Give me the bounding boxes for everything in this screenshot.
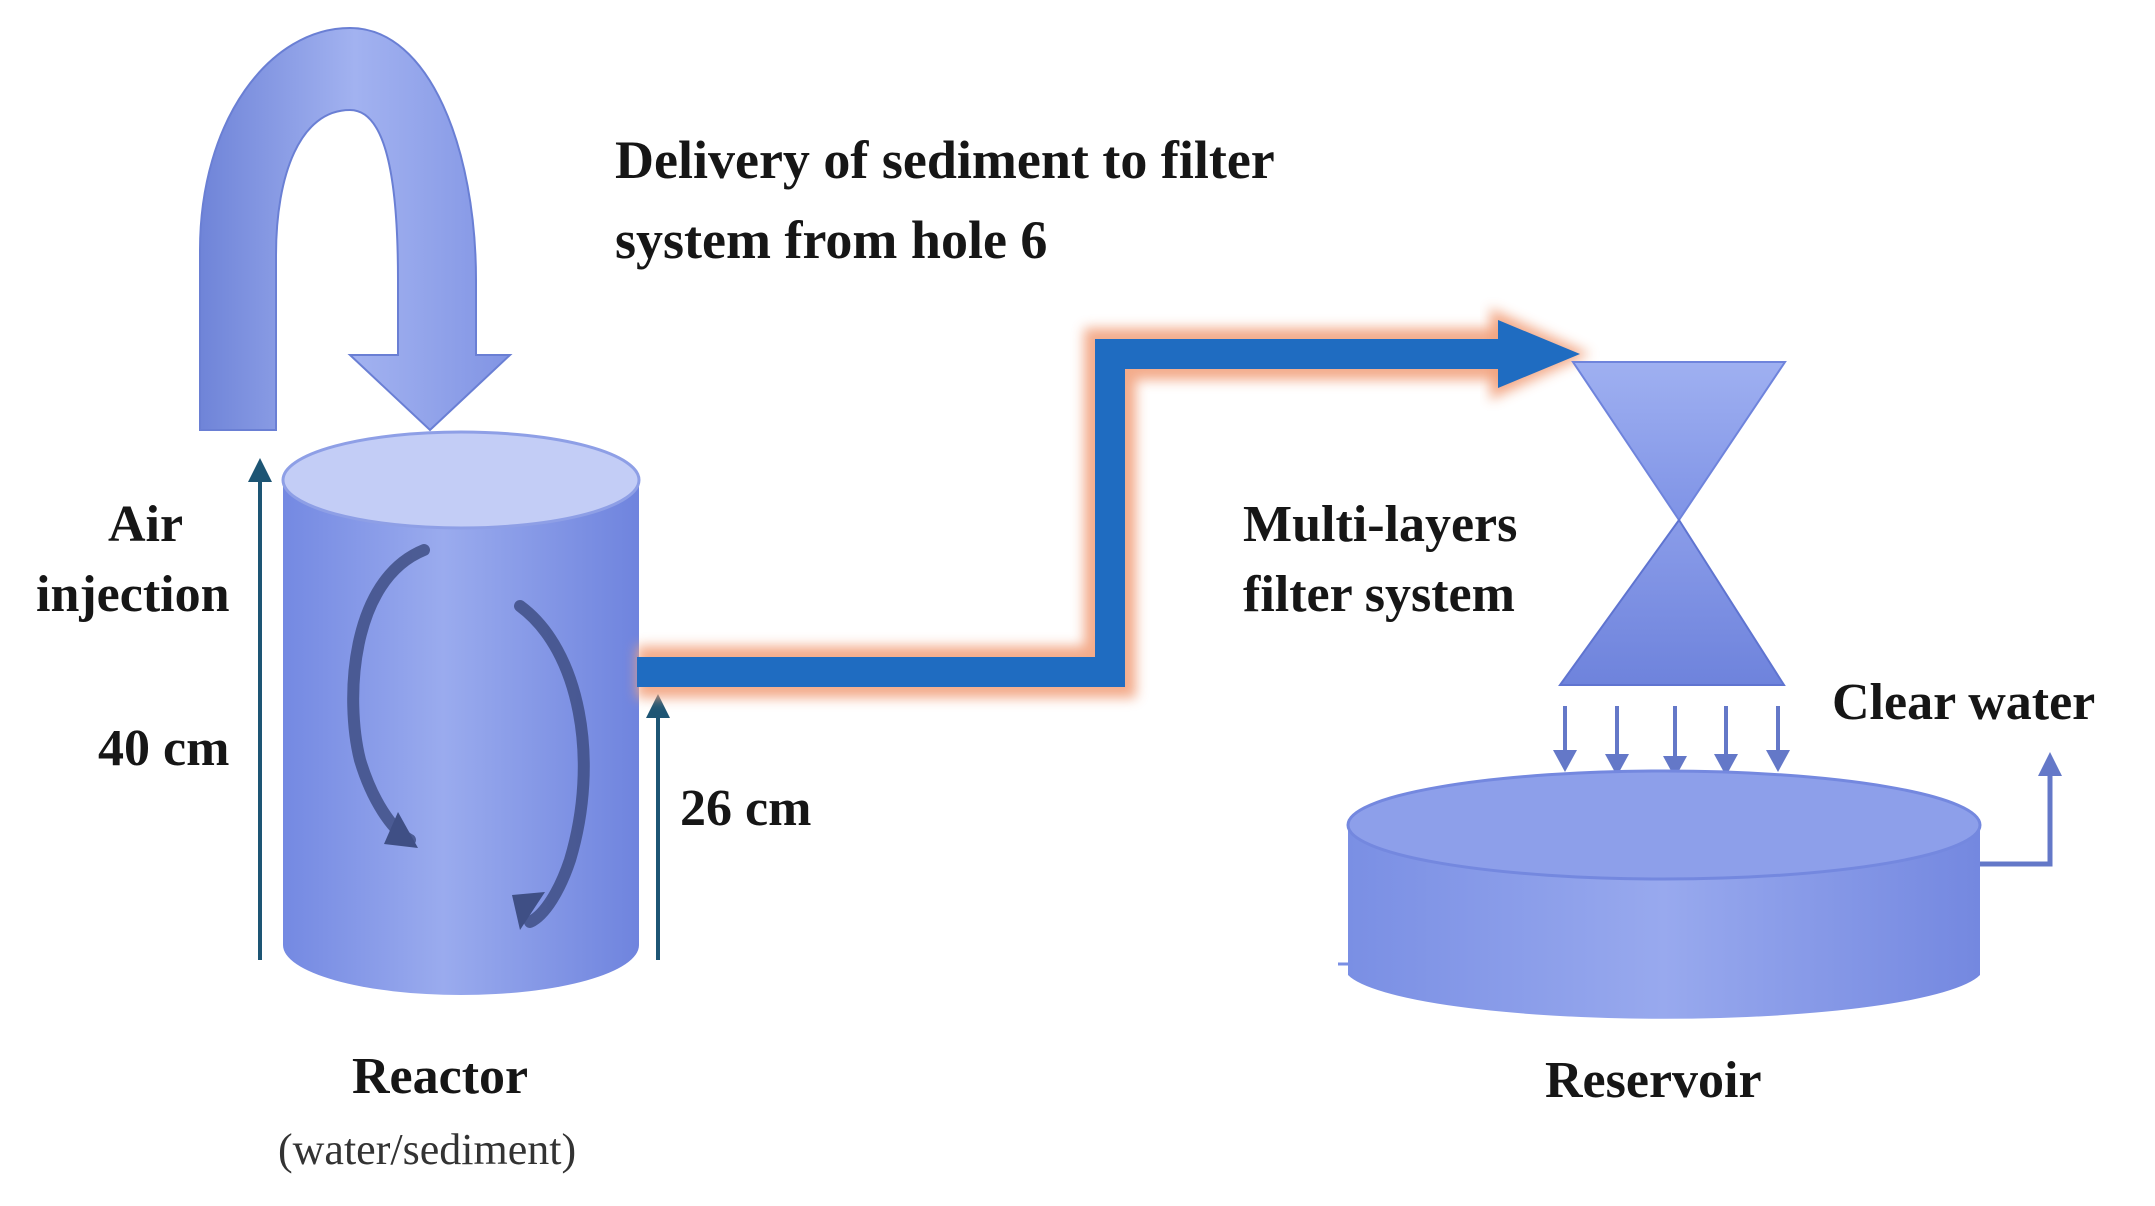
height-26cm-label: 26 cm bbox=[680, 780, 812, 837]
reservoir-label: Reservoir bbox=[1545, 1052, 1762, 1109]
air-injection-arrow bbox=[199, 26, 513, 432]
delivery-pipe bbox=[637, 308, 1590, 698]
clear-water-outlet bbox=[1980, 752, 2062, 867]
clear-water-label: Clear water bbox=[1832, 674, 2096, 731]
drip-arrows bbox=[1553, 706, 1790, 778]
reactor-label: Reactor bbox=[352, 1048, 529, 1105]
height-40cm-label: 40 cm bbox=[98, 720, 230, 777]
reactor-sublabel: (water/sediment) bbox=[278, 1125, 577, 1174]
filter-label-line1: Multi-layers bbox=[1243, 496, 1518, 553]
filter-label-line2: filter system bbox=[1243, 566, 1515, 623]
mixing-swirl-icon bbox=[347, 544, 590, 930]
air-injection-label-line1: Air bbox=[108, 496, 184, 553]
filter-system bbox=[1558, 361, 1787, 686]
reservoir-vessel bbox=[1338, 769, 1982, 1019]
air-injection-label-line2: injection bbox=[36, 566, 230, 623]
delivery-label-line1: Delivery of sediment to filter bbox=[615, 130, 1275, 190]
reactor-vessel bbox=[281, 430, 641, 995]
delivery-label-line2: system from hole 6 bbox=[615, 210, 1048, 270]
